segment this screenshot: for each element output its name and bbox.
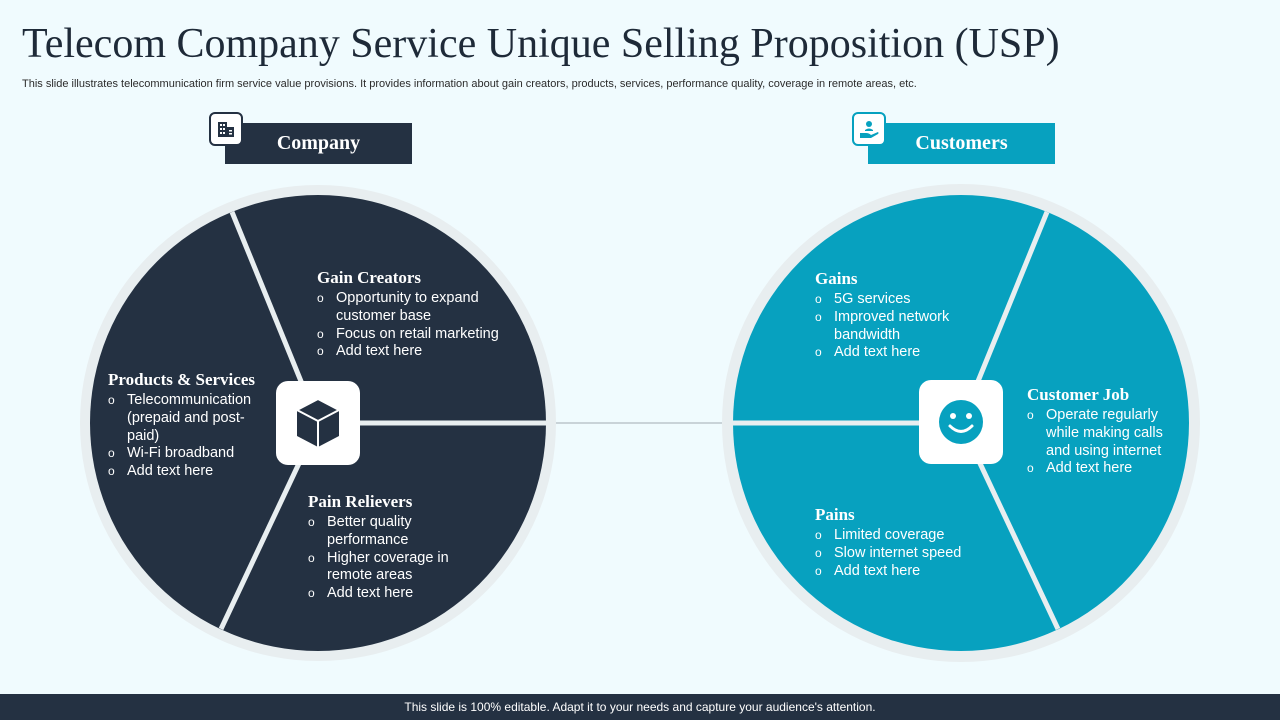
list-item: Focus on retail marketing <box>317 326 507 344</box>
list-item: Add text here <box>815 344 975 362</box>
company-header: Company <box>225 123 412 164</box>
pains-segment: Pains Limited coverage Slow internet spe… <box>815 505 985 580</box>
list-item: 5G services <box>815 291 975 309</box>
list-item: Slow internet speed <box>815 545 985 563</box>
list-item: Limited coverage <box>815 527 985 545</box>
segment-title: Pains <box>815 505 855 524</box>
building-icon <box>209 112 243 146</box>
list-item: Wi-Fi broadband <box>108 445 273 463</box>
products-services-segment: Products & Services Telecommunication (p… <box>108 370 273 481</box>
list-item: Higher coverage in remote areas <box>308 550 468 586</box>
segment-title: Gains <box>815 269 858 288</box>
cube-icon <box>276 381 360 465</box>
customer-job-segment: Customer Job Operate regularly while mak… <box>1027 385 1177 478</box>
customers-header: Customers <box>868 123 1055 164</box>
page-subtitle: This slide illustrates telecommunication… <box>22 78 917 90</box>
list-item: Add text here <box>308 585 468 603</box>
list-item: Improved network bandwidth <box>815 309 975 345</box>
list-item: Add text here <box>815 563 985 581</box>
footer-text: This slide is 100% editable. Adapt it to… <box>404 700 876 714</box>
pain-relievers-segment: Pain Relievers Better quality performanc… <box>308 492 468 603</box>
list-item: Operate regularly while making calls and… <box>1027 407 1177 460</box>
list-item: Opportunity to expand customer base <box>317 290 507 326</box>
segment-title: Pain Relievers <box>308 492 413 511</box>
list-item: Better quality performance <box>308 514 468 550</box>
page-title: Telecom Company Service Unique Selling P… <box>22 21 1060 67</box>
segment-title: Products & Services <box>108 370 255 389</box>
segment-title: Customer Job <box>1027 385 1130 404</box>
gain-creators-segment: Gain Creators Opportunity to expand cust… <box>317 268 507 361</box>
smiley-icon <box>919 380 1003 464</box>
segment-title: Gain Creators <box>317 268 422 287</box>
footer-bar: This slide is 100% editable. Adapt it to… <box>0 694 1280 720</box>
list-item: Telecommunication (prepaid and post-paid… <box>108 392 273 445</box>
list-item: Add text here <box>1027 460 1177 478</box>
list-item: Add text here <box>317 343 507 361</box>
list-item: Add text here <box>108 463 273 481</box>
hand-person-icon <box>852 112 886 146</box>
gains-segment: Gains 5G services Improved network bandw… <box>815 269 975 362</box>
